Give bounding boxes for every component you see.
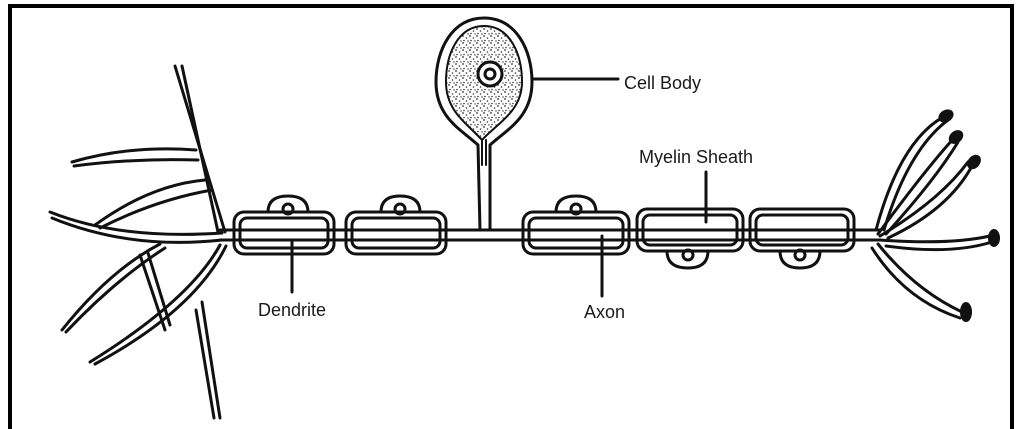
myelin-segment-1 <box>234 196 334 254</box>
cell-body-label: Cell Body <box>624 74 701 92</box>
synaptic-knobs <box>937 108 999 321</box>
axon-label: Axon <box>584 303 625 321</box>
axon-line <box>220 230 880 240</box>
myelin-segment-3 <box>523 196 629 254</box>
dendrites <box>50 66 226 418</box>
cell-body <box>436 18 532 230</box>
axon-terminals <box>872 116 992 318</box>
myelin-sheath-label: Myelin Sheath <box>639 148 753 166</box>
dendrite-label: Dendrite <box>258 301 326 319</box>
myelin-segment-2 <box>346 196 446 254</box>
